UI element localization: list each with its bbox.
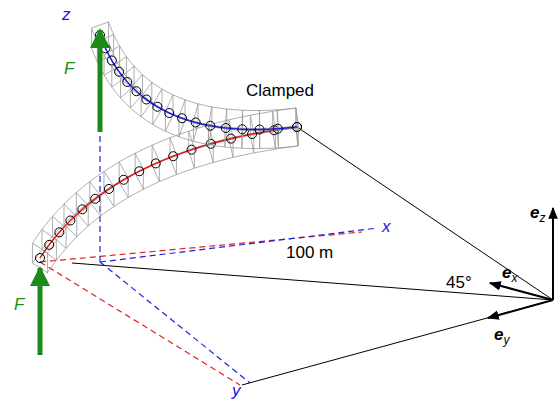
basis-vectors [488, 208, 553, 318]
force-arrows [40, 30, 100, 355]
axis-label: y [232, 382, 241, 399]
force-label: F [14, 296, 24, 313]
basis-label: ex [502, 264, 517, 284]
axis-label: z [62, 6, 71, 23]
axis-label: x [382, 218, 391, 235]
force-label: F [64, 60, 74, 77]
support-label: Clamped [246, 82, 314, 99]
basis-label: ez [530, 204, 545, 224]
guide-lines [40, 127, 553, 385]
undeformed-beam [32, 108, 301, 273]
basis-label: ey [494, 326, 509, 346]
dimension-label: 100 m [286, 244, 333, 261]
beam-illustration [32, 22, 301, 273]
angle-label: 45° [446, 274, 472, 291]
